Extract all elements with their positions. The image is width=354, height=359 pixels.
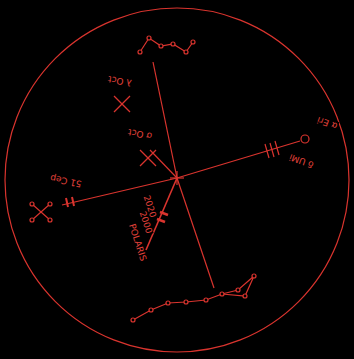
pointer-line [177, 178, 214, 288]
pointer-line [153, 62, 177, 178]
pointer-line [177, 141, 300, 178]
star-label: λ Oct [107, 73, 134, 86]
field-circle [5, 8, 349, 352]
star-label: δ UMi [288, 151, 317, 169]
star-label: σ Oct [126, 126, 153, 139]
star-label: 51 Cep [48, 172, 83, 188]
star-label: α Eri [315, 114, 339, 130]
